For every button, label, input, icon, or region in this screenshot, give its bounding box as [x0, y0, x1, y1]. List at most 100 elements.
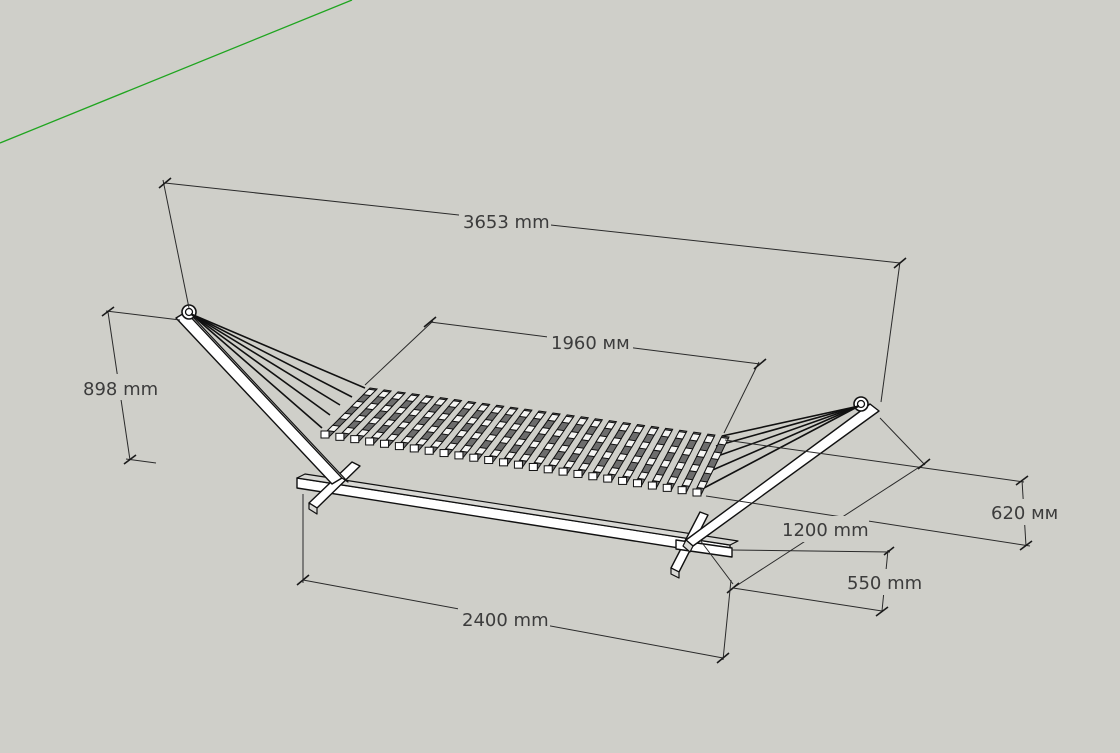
slat-segment — [586, 448, 600, 458]
dimension-bed-width[interactable]: 620 мм — [705, 439, 1058, 551]
slat-segment — [436, 412, 451, 421]
base-beam[interactable] — [296, 473, 739, 557]
slat-segment — [326, 424, 341, 433]
slat-segment — [689, 433, 701, 442]
slat-end — [454, 451, 464, 460]
slat-end — [558, 467, 568, 476]
slat-segment — [592, 464, 606, 474]
slat-segment — [504, 407, 518, 416]
slat-end — [380, 439, 390, 448]
base-width-label: 1200 mm — [782, 520, 869, 541]
slat-segment — [352, 414, 368, 423]
slat-segment — [630, 455, 643, 464]
right-ropes — [703, 405, 860, 489]
height-label: 898 mm — [83, 379, 158, 400]
slat-segment — [561, 415, 575, 424]
slat-segment — [382, 419, 397, 427]
slat-segment — [660, 429, 673, 438]
slat-segment — [609, 437, 623, 446]
slat-end — [573, 469, 583, 478]
overall-length-label: 3653 mm — [463, 212, 550, 233]
slat-segment — [557, 444, 571, 453]
dimension-height[interactable]: 898 mm — [80, 306, 181, 465]
slat-end — [499, 458, 509, 467]
slat-segment — [400, 435, 415, 444]
slat-end — [320, 430, 330, 439]
slat-segment — [396, 421, 411, 429]
slat-end — [335, 432, 345, 441]
slat-segment — [370, 431, 385, 439]
dimension-base-length[interactable]: 2400 mm — [296, 494, 732, 664]
slat-segment — [703, 434, 715, 444]
slat-end — [484, 456, 494, 465]
slat-segment — [638, 441, 651, 450]
slat-segment — [622, 469, 635, 478]
slat-segment — [703, 465, 716, 475]
slat-segment — [645, 457, 658, 466]
slat-segment — [451, 414, 465, 423]
right-arm-post[interactable] — [682, 403, 880, 553]
slat-segment — [632, 425, 645, 434]
slat-segment — [484, 433, 498, 442]
foot-length-label: 550 mm — [847, 573, 922, 594]
slat-segment — [385, 433, 400, 442]
left-ropes — [190, 313, 366, 429]
base-length-label: 2400 mm — [462, 610, 549, 631]
bed-width-label: 620 мм — [991, 503, 1058, 524]
slat-segment — [447, 400, 462, 408]
slat-segment — [404, 394, 420, 403]
slat-segment — [532, 411, 546, 420]
left-arm-post[interactable] — [175, 311, 349, 485]
slat-end — [618, 476, 628, 485]
slat-segment — [696, 480, 709, 490]
slat-segment — [444, 442, 459, 451]
slat-segment — [615, 453, 629, 462]
slat-segment — [518, 453, 532, 462]
slat-end — [528, 462, 538, 471]
slat-segment — [546, 413, 560, 422]
right-hanging-ring[interactable] — [853, 396, 869, 412]
slat-segment — [411, 423, 426, 432]
slat-segment — [710, 451, 723, 461]
slat-segment — [674, 431, 687, 440]
slat-end — [394, 442, 404, 451]
slat-segment — [474, 446, 488, 455]
slat-segment — [465, 416, 480, 425]
slat-segment — [681, 447, 694, 456]
slat-segment — [523, 425, 537, 434]
slat-segment — [433, 398, 448, 407]
slat-end — [662, 483, 672, 492]
slat-segment — [425, 425, 440, 434]
slat-end — [588, 472, 598, 481]
slat-segment — [338, 412, 353, 421]
slat-segment — [490, 406, 504, 414]
slat-segment — [494, 420, 508, 429]
slat-segment — [455, 429, 469, 438]
bed-length-label: 1960 мм — [551, 333, 630, 354]
slat-segment — [355, 429, 371, 437]
dimension-bed-length[interactable]: 1960 мм — [364, 316, 767, 434]
slat-segment — [617, 423, 631, 432]
hammock-bed-slats[interactable] — [320, 387, 730, 497]
slat-segment — [459, 444, 474, 453]
dimension-overall-length[interactable]: 3653 mm — [158, 177, 907, 403]
slat-segment — [637, 471, 650, 480]
slat-segment — [577, 462, 591, 471]
slat-segment — [422, 410, 437, 419]
dimension-foot-length[interactable]: 550 mm — [731, 546, 922, 617]
slat-segment — [407, 408, 423, 417]
slat-segment — [548, 458, 562, 467]
slat-segment — [376, 390, 391, 399]
slat-segment — [537, 427, 551, 436]
slat-segment — [498, 436, 513, 445]
slat-segment — [595, 435, 608, 444]
slat-segment — [367, 416, 382, 425]
slat-segment — [575, 417, 589, 426]
slat-segment — [429, 440, 444, 449]
slat-segment — [362, 388, 377, 397]
slat-segment — [601, 450, 614, 460]
slat-segment — [607, 467, 620, 476]
slat-segment — [681, 478, 694, 487]
dimension-base-width[interactable]: 1200 mm — [699, 417, 931, 594]
